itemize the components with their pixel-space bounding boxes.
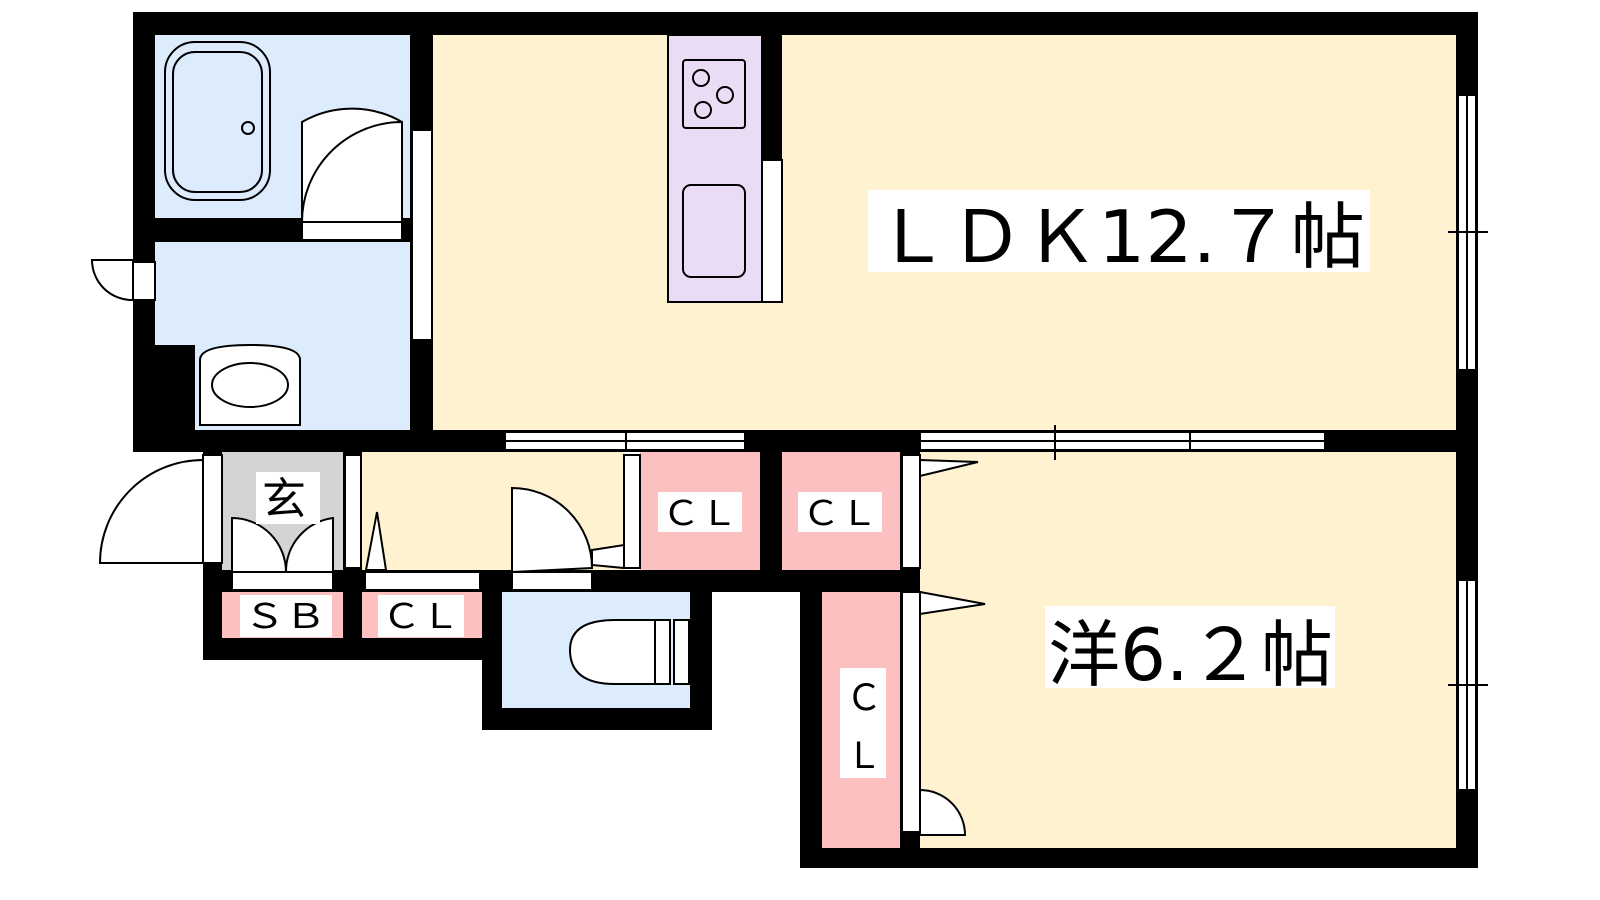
entry-door-swing — [98, 458, 204, 564]
fixtures — [164, 41, 746, 685]
shoe-box-label: ＳＢ — [244, 597, 326, 637]
closet-bedroom-label-bottom: Ｌ — [846, 736, 882, 777]
wash-door-swing — [90, 259, 134, 302]
shoebox-door-right — [284, 516, 334, 573]
entrance-label: 玄 — [262, 474, 306, 525]
kitchen-sink-icon — [682, 184, 746, 278]
ldk-label: ＬＤＫ12.７帖 — [875, 195, 1365, 279]
toilet-icon — [568, 619, 656, 685]
closet-center-right-label: ＣＬ — [802, 494, 878, 534]
stove-icon — [682, 59, 746, 129]
bathtub-icon — [164, 41, 271, 201]
western-room-label: 洋6.２帖 — [1048, 613, 1333, 697]
bedroom-door-swing — [919, 788, 967, 836]
door-swings — [90, 107, 986, 836]
closet-bedroom-label-top: Ｃ — [846, 678, 882, 719]
closet-center-left-label: ＣＬ — [662, 494, 738, 534]
closet-hall-label: ＣＬ — [382, 597, 460, 637]
window-marks — [505, 95, 1488, 790]
